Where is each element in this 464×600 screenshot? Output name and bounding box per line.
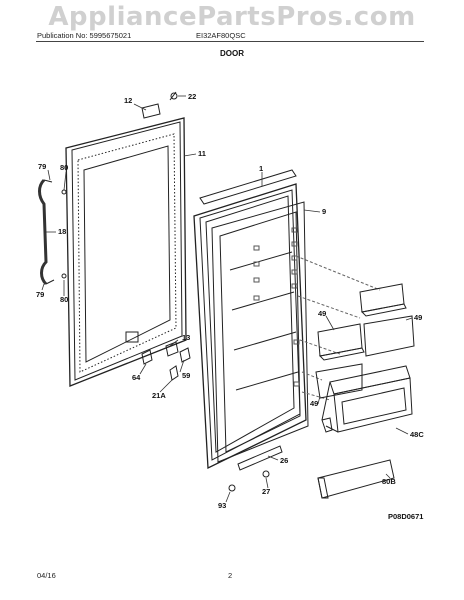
header-rule	[36, 41, 424, 42]
callout-64: 64	[132, 373, 141, 382]
door-handle	[38, 178, 67, 286]
callout-21a: 21A	[152, 391, 166, 400]
part-59	[179, 347, 191, 363]
callout-79-bottom: 79	[36, 290, 44, 299]
part-21a	[169, 365, 179, 381]
model-number: EI32AF80QSC	[196, 31, 246, 40]
callout-79-top: 79	[38, 162, 46, 171]
part-64	[141, 349, 153, 365]
callout-13: 13	[182, 333, 190, 342]
callout-11: 11	[198, 149, 206, 158]
callout-80-top: 80	[60, 163, 68, 172]
footer-date: 04/16	[37, 571, 56, 580]
callout-49-lower: 49	[310, 399, 318, 408]
watermark: AppliancePartsPros.com	[48, 2, 416, 32]
callout-48c: 48C	[410, 430, 424, 439]
door-inner-liner	[193, 169, 309, 470]
callout-49-left: 49	[318, 309, 326, 318]
callout-22: 22	[188, 92, 196, 101]
callout-49-right: 49	[414, 313, 422, 322]
bottom-strip	[237, 445, 283, 471]
callout-27: 27	[262, 487, 270, 496]
dairy-compartment	[321, 365, 413, 433]
callout-93: 93	[218, 501, 226, 510]
hinge-pin	[170, 92, 178, 100]
callout-80-bottom: 80	[60, 295, 68, 304]
callout-80b: 80B	[382, 477, 396, 486]
section-title: DOOR	[220, 49, 244, 58]
hinge-plate	[141, 103, 161, 119]
figure-reference: P08D0671	[388, 512, 423, 521]
callout-59: 59	[182, 371, 190, 380]
callout-12: 12	[124, 96, 132, 105]
publication-number: Publication No: 5995675021	[37, 31, 132, 40]
callout-26: 26	[280, 456, 288, 465]
door-outer-panel	[65, 91, 187, 387]
screw-27	[262, 470, 270, 478]
callout-18: 18	[58, 227, 66, 236]
callout-1: 1	[259, 164, 263, 173]
door-bins	[315, 283, 415, 399]
callout-9: 9	[322, 207, 326, 216]
screw-93	[228, 484, 236, 492]
footer-page-number: 2	[228, 571, 233, 580]
bottom-bin	[317, 459, 395, 499]
